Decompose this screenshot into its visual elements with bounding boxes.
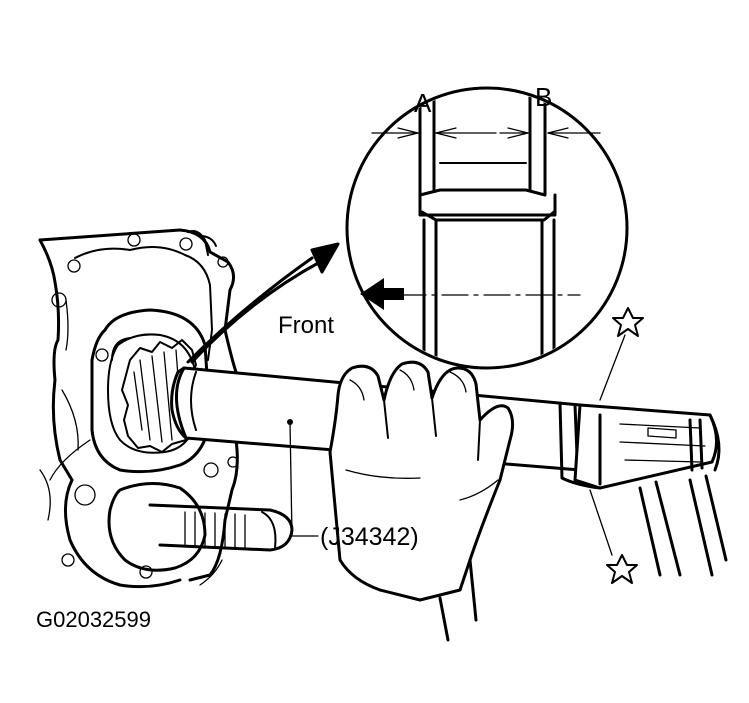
star-icon [606,554,638,584]
star-icon [612,307,644,337]
reference-star-marks [589,307,644,584]
detail-view-circle [345,86,629,370]
tool-number-label: (J34342) [320,523,419,551]
hand [328,360,515,642]
dimension-a-label: A [414,88,432,118]
leader-arrow [186,242,340,364]
arm-support [638,474,728,577]
dimension-b-label: B [535,82,552,112]
front-direction-label: Front [278,312,334,339]
tool-leader-line [287,419,319,537]
figure-id-label: G02032599 [36,607,151,632]
